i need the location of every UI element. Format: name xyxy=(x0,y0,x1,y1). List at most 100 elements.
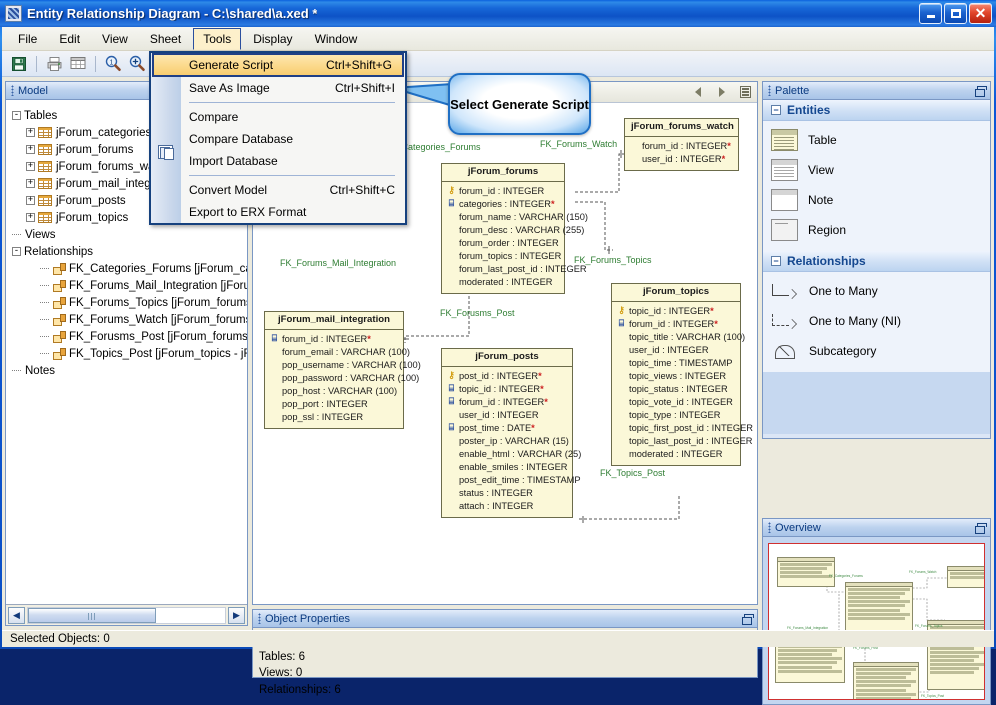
menu-edit[interactable]: Edit xyxy=(59,31,81,46)
entity-table[interactable]: jForum_forums⚷forum_id : INTEGER⌸categor… xyxy=(441,163,588,294)
panel-grip-icon[interactable] xyxy=(768,85,771,96)
entity-attribute: user_id : INTEGER xyxy=(616,344,735,357)
next-page-icon[interactable] xyxy=(716,86,728,98)
tree-node[interactable]: Views xyxy=(12,226,247,243)
expand-icon[interactable]: + xyxy=(26,178,35,188)
tree-node[interactable]: -Tables xyxy=(12,107,247,124)
relationship-label[interactable]: FK_Forums_Topics xyxy=(574,255,652,265)
restore-icon[interactable] xyxy=(742,614,754,625)
overview-entity-title xyxy=(948,567,984,571)
maximize-button[interactable] xyxy=(944,3,967,24)
grid-icon[interactable] xyxy=(67,53,89,75)
entity-table[interactable]: jForum_topics⚷topic_id : INTEGER*⌸forum_… xyxy=(611,283,753,466)
expand-icon[interactable]: + xyxy=(26,195,35,205)
menu-item-import-database[interactable]: Import Database xyxy=(151,150,405,172)
relationship-label[interactable]: FK_Forums_Mail_Integration xyxy=(280,258,397,268)
collapse-icon[interactable]: − xyxy=(771,105,781,115)
tree-node[interactable]: FK_Categories_Forums [jForum_categories … xyxy=(12,260,247,277)
palette-item-region[interactable]: Region xyxy=(763,215,990,245)
menu-window[interactable]: Window xyxy=(314,31,358,46)
tree-node[interactable]: +jForum_forums_watch xyxy=(12,158,247,175)
tree-node[interactable]: FK_Forums_Watch [jForum_forums - jForum_… xyxy=(12,311,247,328)
entity-attribute: ⌸post_time : DATE* xyxy=(446,422,567,435)
menu-file[interactable]: File xyxy=(18,31,38,46)
zoom-in-icon[interactable] xyxy=(126,53,148,75)
zoom-actual-icon[interactable]: 1 xyxy=(102,53,124,75)
tree-node[interactable]: Notes xyxy=(12,362,247,379)
expand-icon[interactable]: + xyxy=(26,212,35,222)
collapse-icon[interactable]: - xyxy=(12,246,21,256)
palette-item-note[interactable]: Note xyxy=(763,185,990,215)
tree-node[interactable]: FK_Forums_Mail_Integration [jForum_forum… xyxy=(12,277,247,294)
prop-relationships: Relationships: 6 xyxy=(259,684,341,697)
scroll-left-button[interactable]: ◀ xyxy=(8,606,25,624)
scroll-right-button[interactable]: ▶ xyxy=(228,606,245,624)
tree-node[interactable]: FK_Forusms_Post [jForum_forums - jForum_… xyxy=(12,328,247,345)
palette-item-one-to-many[interactable]: One to Many xyxy=(763,276,990,306)
save-icon[interactable] xyxy=(8,53,30,75)
menu-display[interactable]: Display xyxy=(253,31,293,46)
palette-item-subcategory[interactable]: Subcategory xyxy=(763,336,990,366)
tree-node[interactable]: +jForum_forums xyxy=(12,141,247,158)
palette-item-table[interactable]: Table xyxy=(763,125,990,155)
expand-icon[interactable]: + xyxy=(26,127,35,137)
palette-item-view[interactable]: View xyxy=(763,155,990,185)
close-button[interactable]: ✕ xyxy=(969,3,992,24)
entity-table[interactable]: jForum_forums_watch forum_id : INTEGER* … xyxy=(624,118,739,171)
attribute-label: forum_desc : VARCHAR (255) xyxy=(459,225,585,236)
model-hscrollbar[interactable]: ◀ ▶ xyxy=(6,604,247,625)
table-icon xyxy=(38,161,52,172)
restore-icon[interactable] xyxy=(975,523,987,534)
foreign-key-icon xyxy=(53,348,66,360)
palette-section-relationships[interactable]: − Relationships xyxy=(763,251,990,272)
relationship-label[interactable]: FK_Forums_Watch xyxy=(540,139,618,149)
restore-icon[interactable] xyxy=(975,86,987,97)
tree-node[interactable]: +jForum_mail_integration xyxy=(12,175,247,192)
panel-grip-icon[interactable] xyxy=(768,522,771,533)
menu-item-export-to-erx-format[interactable]: Export to ERX Format xyxy=(151,201,405,223)
menu-item-compare[interactable]: Compare xyxy=(151,106,405,128)
page-list-icon[interactable] xyxy=(740,86,751,98)
print-icon[interactable] xyxy=(43,53,65,75)
menu-view[interactable]: View xyxy=(102,31,128,46)
overview-entity-row xyxy=(856,688,906,692)
tree-node[interactable]: +jForum_topics xyxy=(12,209,247,226)
relationship-label[interactable]: FK_Forusms_Post xyxy=(440,308,515,318)
expand-icon[interactable]: + xyxy=(26,144,35,154)
prev-page-icon[interactable] xyxy=(692,86,704,98)
scroll-track[interactable] xyxy=(27,606,226,624)
menu-item-compare-database[interactable]: Compare Database xyxy=(151,128,405,150)
palette-item-one-to-many-ni[interactable]: One to Many (NI) xyxy=(763,306,990,336)
tree-node[interactable]: +jForum_posts xyxy=(12,192,247,209)
menu-tools[interactable]: Tools xyxy=(193,27,242,50)
diagram-canvas[interactable]: jForum_forums_watch forum_id : INTEGER* … xyxy=(253,104,757,604)
menu-item-label: Generate Script xyxy=(189,58,274,72)
expand-icon[interactable]: + xyxy=(26,161,35,171)
panel-grip-icon[interactable] xyxy=(258,613,261,624)
entity-table[interactable]: jForum_posts⚷post_id : INTEGER*⌸topic_id… xyxy=(441,348,581,518)
collapse-icon[interactable]: − xyxy=(771,256,781,266)
tree-node[interactable]: +jForum_categories xyxy=(12,124,247,141)
panel-grip-icon[interactable] xyxy=(11,85,14,96)
entity-table[interactable]: jForum_mail_integration⌸forum_id : INTEG… xyxy=(264,311,421,429)
relationship-label[interactable]: FK_Topics_Post xyxy=(600,468,666,478)
palette-section-entities[interactable]: − Entities xyxy=(763,100,990,121)
relationship-label[interactable]: FK_Categories_Forums xyxy=(385,142,481,152)
menu-sheet[interactable]: Sheet xyxy=(149,31,182,46)
tree-node[interactable]: FK_Topics_Post [jForum_topics - jForum_p… xyxy=(12,345,247,362)
tree-node[interactable]: -Relationships xyxy=(12,243,247,260)
callout-text: Select Generate Script xyxy=(450,96,589,112)
tree-node[interactable]: FK_Forums_Topics [jForum_forums - jForum… xyxy=(12,294,247,311)
entity-title: jForum_forums_watch xyxy=(625,119,738,137)
collapse-icon[interactable]: - xyxy=(12,110,21,120)
scroll-thumb[interactable] xyxy=(28,607,156,623)
minimize-button[interactable] xyxy=(919,3,942,24)
attribute-spacer xyxy=(269,399,280,410)
foreign-key-icon: ⌸ xyxy=(271,333,278,344)
entity-attribute: moderated : INTEGER xyxy=(616,448,735,461)
